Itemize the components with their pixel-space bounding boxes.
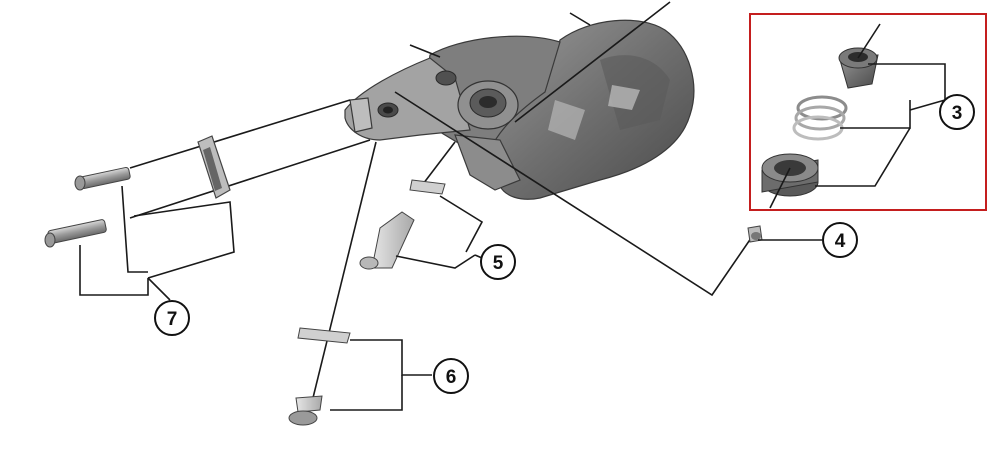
callout-6-label: 6 xyxy=(446,367,457,388)
callout-3: 3 xyxy=(939,94,975,130)
item-4-small-screw xyxy=(747,225,822,243)
leader-lines xyxy=(129,1,759,411)
item-3-adjuster-set xyxy=(761,23,946,209)
bolt-upper xyxy=(74,166,131,191)
callout-5: 5 xyxy=(480,244,516,280)
item-7-bolt-set xyxy=(44,135,235,301)
bolt-lower xyxy=(44,219,107,248)
callout-7-label: 7 xyxy=(167,309,178,330)
callout-4: 4 xyxy=(822,222,858,258)
callout-7: 7 xyxy=(154,300,190,336)
callout-6: 6 xyxy=(433,358,469,394)
adjuster-knurled-nut xyxy=(761,153,819,197)
item-3-highlight-box xyxy=(749,13,987,211)
washer-plate xyxy=(197,135,231,199)
adjuster-cap xyxy=(838,47,879,89)
callout-3-label: 3 xyxy=(952,103,963,124)
item-5-pin-set xyxy=(359,179,484,270)
main-bracket-body xyxy=(344,19,695,200)
callout-5-label: 5 xyxy=(493,253,504,274)
item-6-pin-set xyxy=(288,327,432,426)
adjuster-spring xyxy=(792,95,848,141)
callout-4-label: 4 xyxy=(835,231,846,252)
